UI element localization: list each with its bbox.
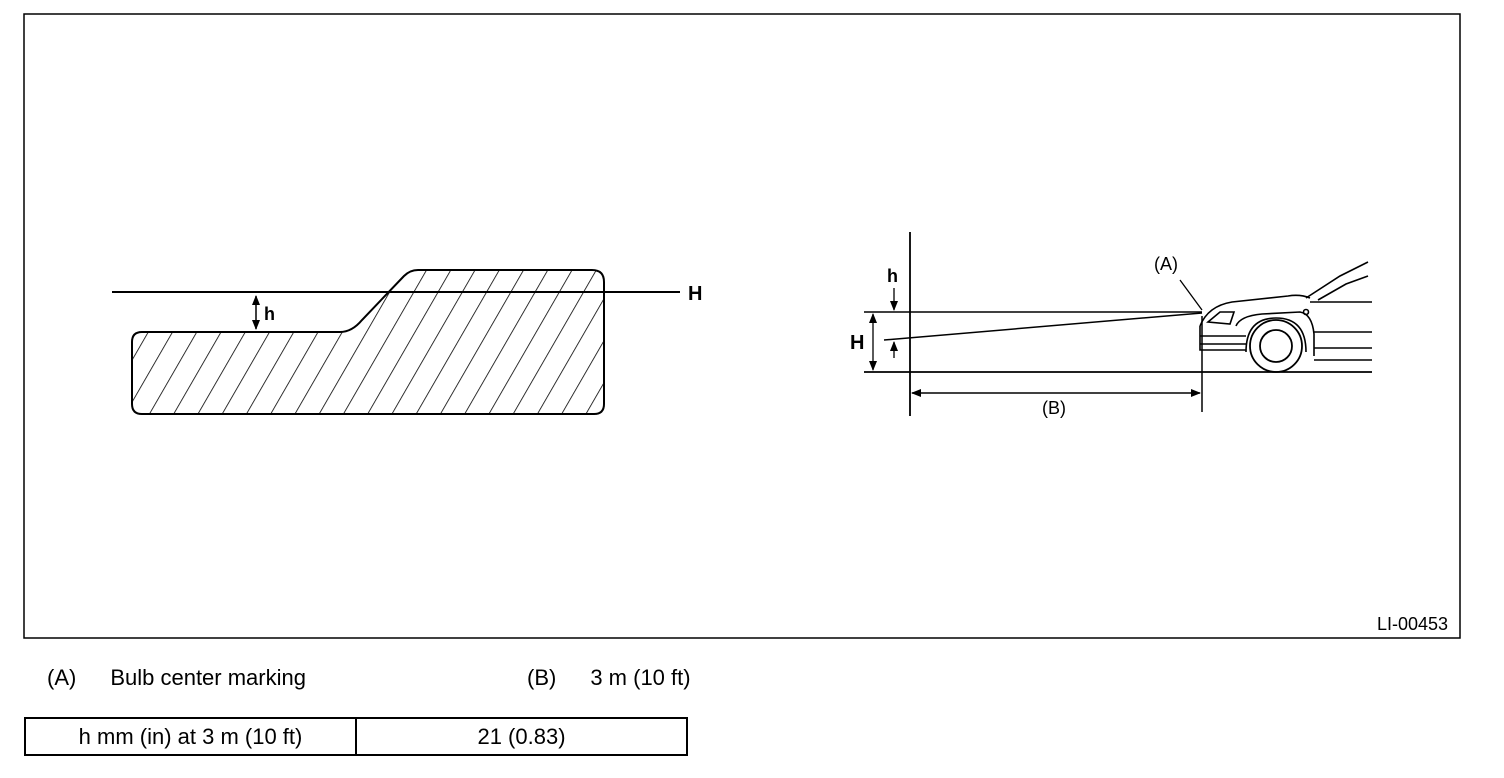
figure-frame	[23, 13, 1461, 639]
figure-id: LI-00453	[1377, 614, 1448, 634]
spec-value-cell: 21 (0.83)	[355, 717, 688, 756]
H-dimension-label: H	[850, 332, 864, 354]
legend-key-b: (B)	[527, 665, 557, 690]
bulb-center-callout: (A)	[1154, 254, 1178, 274]
vehicle-front	[1199, 261, 1372, 361]
bulb-center-leader	[1179, 279, 1203, 311]
side-view-diagram: h H (B) (A)	[850, 232, 1372, 418]
headlight-aiming-figure: H h h H (B) (A)	[23, 13, 1461, 639]
h-offset-label: h	[264, 304, 275, 324]
legend-item-b: (B) 3 m (10 ft)	[527, 664, 691, 692]
legend-text-a: Bulb center marking	[110, 665, 306, 690]
h-line-label: H	[688, 283, 702, 305]
h-dimension-label: h	[887, 266, 898, 286]
vehicle-tire	[1249, 319, 1303, 373]
beam-pattern-shape	[131, 269, 605, 415]
distance-callout: (B)	[1042, 398, 1066, 418]
legend-key-a: (A)	[47, 665, 77, 690]
beam-pattern-diagram: H h	[112, 269, 702, 415]
beam-line	[883, 312, 1203, 341]
spec-table: h mm (in) at 3 m (10 ft) 21 (0.83)	[24, 717, 688, 756]
vehicle-rim	[1259, 329, 1293, 363]
table-row: h mm (in) at 3 m (10 ft) 21 (0.83)	[24, 717, 688, 756]
spec-label-cell: h mm (in) at 3 m (10 ft)	[24, 717, 357, 756]
legend-item-a: (A) Bulb center marking	[47, 664, 306, 692]
legend-text-b: 3 m (10 ft)	[590, 665, 691, 690]
